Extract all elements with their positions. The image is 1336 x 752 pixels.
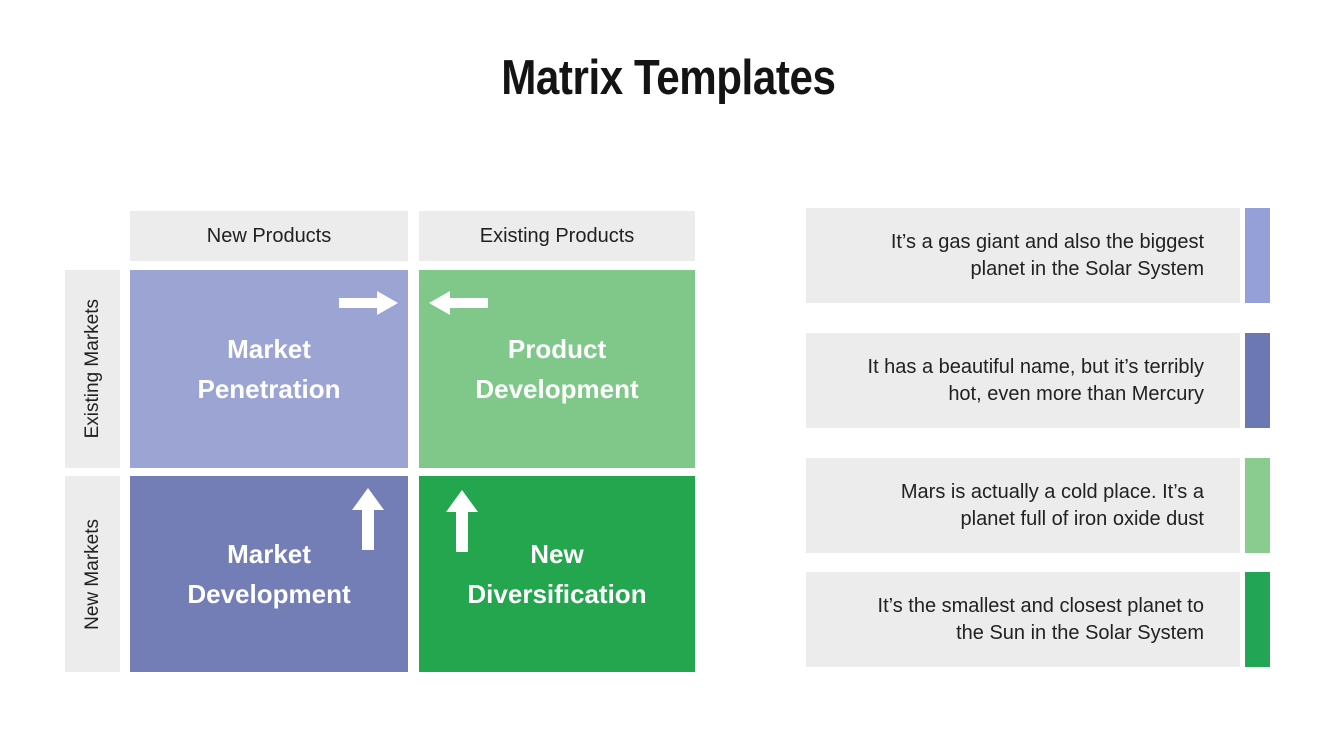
slide-title: Matrix Templates	[0, 50, 1336, 106]
slide-title-text: Matrix Templates	[500, 51, 836, 105]
quadrant-title-line: Product	[507, 334, 607, 364]
up-arrow-icon	[352, 488, 384, 561]
note-text-line: hot, even more than Mercury	[948, 382, 1204, 405]
note-text-line: planet full of iron oxide dust	[960, 507, 1205, 530]
row-header-label: Existing Markets	[81, 299, 103, 439]
note-text-line: planet in the Solar System	[970, 257, 1204, 280]
note-color-bar	[1245, 208, 1270, 303]
note-row: It has a beautiful name, but it’s terrib…	[806, 333, 1270, 428]
quadrant-market-penetration: Market Penetration	[130, 270, 408, 468]
column-header-label: New Products	[206, 224, 332, 247]
row-header-existing-markets: Existing Markets	[65, 270, 120, 468]
left-arrow-icon	[429, 286, 488, 326]
note-color-bar	[1245, 458, 1270, 553]
quadrant-new-diversification: New Diversification	[419, 476, 695, 672]
quadrant-title-line: Development	[187, 579, 351, 609]
right-arrow-icon	[339, 286, 398, 326]
note-row: Mars is actually a cold place. It’s a pl…	[806, 458, 1270, 553]
row-header-label: New Markets	[81, 518, 103, 630]
note-text-line: It’s a gas giant and also the biggest	[890, 230, 1204, 253]
column-header-new-products: New Products	[130, 211, 408, 261]
quadrant-title-line: Market	[227, 539, 311, 569]
note-color-bar	[1245, 333, 1270, 428]
note-text-line: It’s the smallest and closest planet to	[877, 594, 1204, 617]
note-text-line: It has a beautiful name, but it’s terrib…	[867, 355, 1204, 378]
column-header-existing-products: Existing Products	[419, 211, 695, 261]
quadrant-title-line: Development	[475, 374, 639, 404]
note-color-bar	[1245, 572, 1270, 667]
note-text-box: It’s a gas giant and also the biggest pl…	[806, 208, 1240, 303]
note-text-line: Mars is actually a cold place. It’s a	[900, 480, 1204, 503]
note-row: It’s a gas giant and also the biggest pl…	[806, 208, 1270, 303]
column-header-label: Existing Products	[479, 224, 635, 247]
note-row: It’s the smallest and closest planet to …	[806, 572, 1270, 667]
note-text-line: the Sun in the Solar System	[956, 621, 1204, 644]
row-header-new-markets: New Markets	[65, 476, 120, 672]
up-arrow-icon	[446, 490, 478, 563]
quadrant-title-line: Market	[227, 334, 311, 364]
note-text-box: Mars is actually a cold place. It’s a pl…	[806, 458, 1240, 553]
quadrant-title-line: Diversification	[467, 579, 647, 609]
quadrant-title-line: Penetration	[197, 374, 341, 404]
quadrant-product-development: Product Development	[419, 270, 695, 468]
note-text-box: It’s the smallest and closest planet to …	[806, 572, 1240, 667]
quadrant-market-development: Market Development	[130, 476, 408, 672]
quadrant-title-line: New	[530, 539, 584, 569]
note-text-box: It has a beautiful name, but it’s terrib…	[806, 333, 1240, 428]
